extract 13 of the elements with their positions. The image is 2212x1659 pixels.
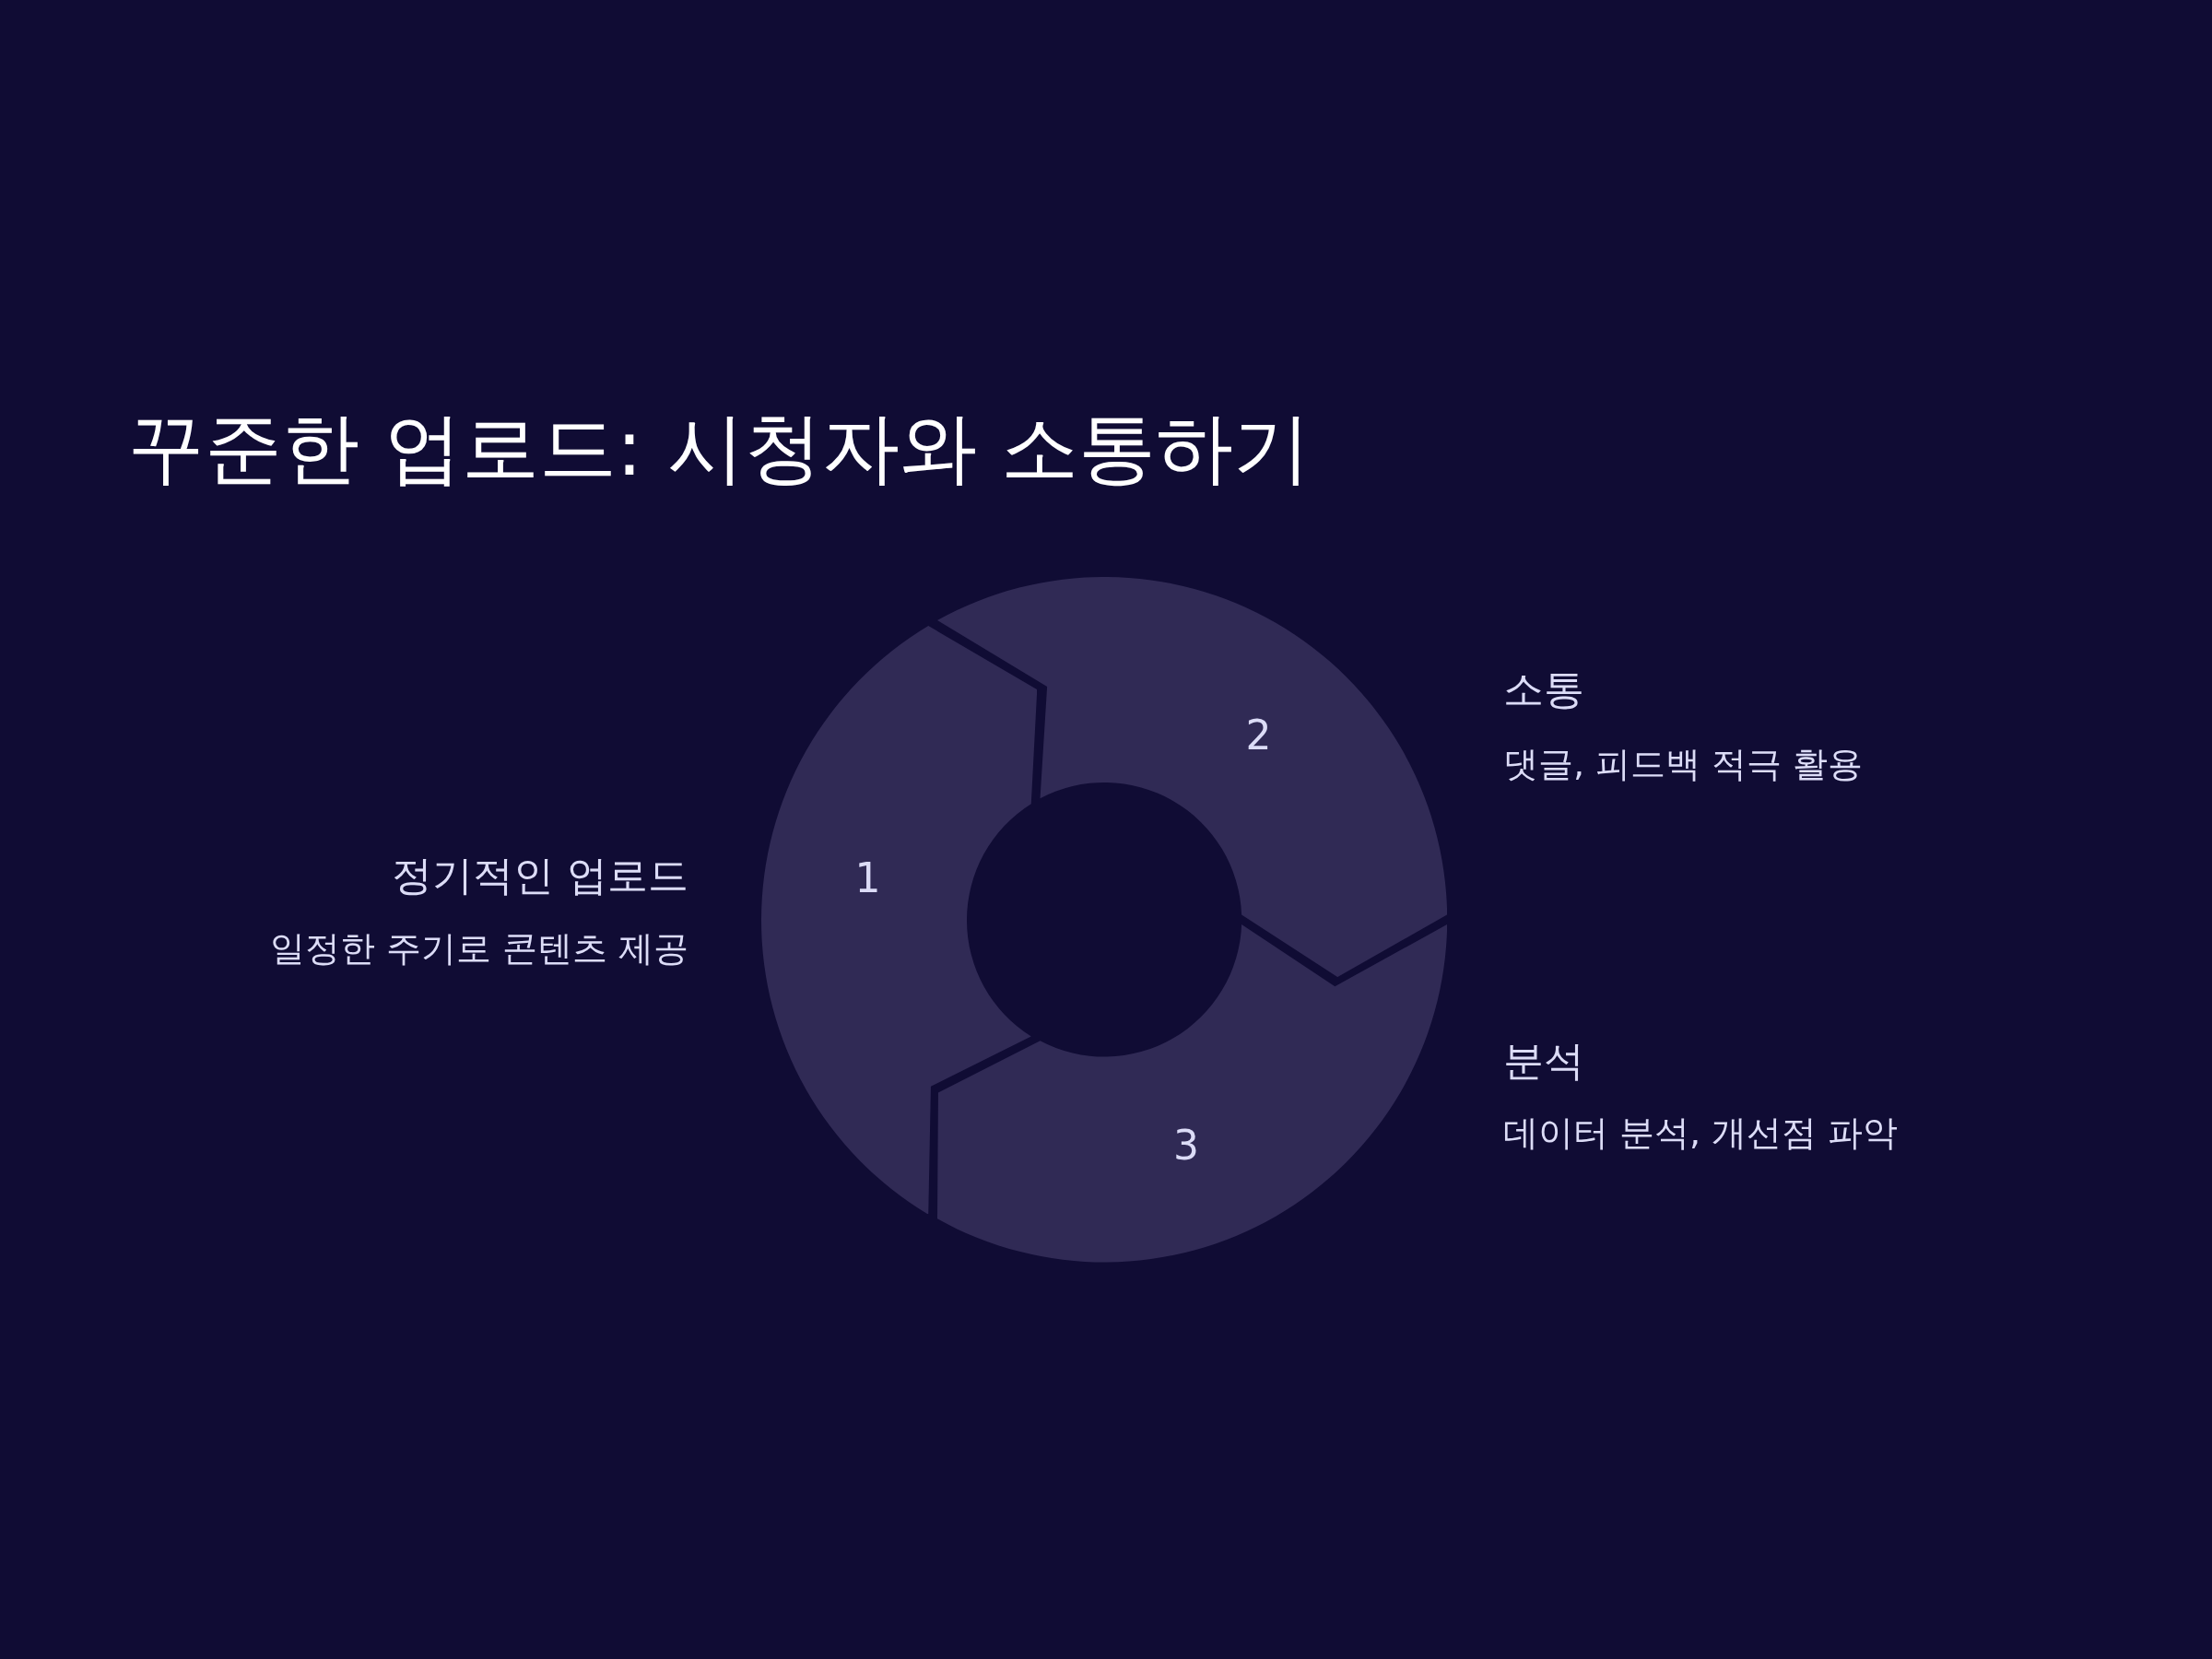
step-heading: 소통: [1503, 665, 1584, 713]
title: 꾸준한 업로드: 시청자와 소통하기: [127, 406, 1312, 491]
step-heading: 정기적인 업로드: [392, 852, 688, 900]
step-description: 댓글, 피드백 적극 활용: [1503, 745, 1864, 785]
step-number: 3: [1173, 1124, 1200, 1166]
ring-segment: [936, 924, 1447, 1263]
ring-segment: [936, 577, 1447, 978]
step-number: 2: [1245, 715, 1272, 757]
step-description: 데이터 분석, 개선점 파악: [1503, 1113, 1899, 1154]
step-heading: 분석: [1503, 1037, 1584, 1085]
step-description: 일정한 주기로 콘텐츠 제공: [269, 929, 688, 970]
ring-segment: [761, 625, 1038, 1215]
step-number: 1: [854, 857, 881, 899]
